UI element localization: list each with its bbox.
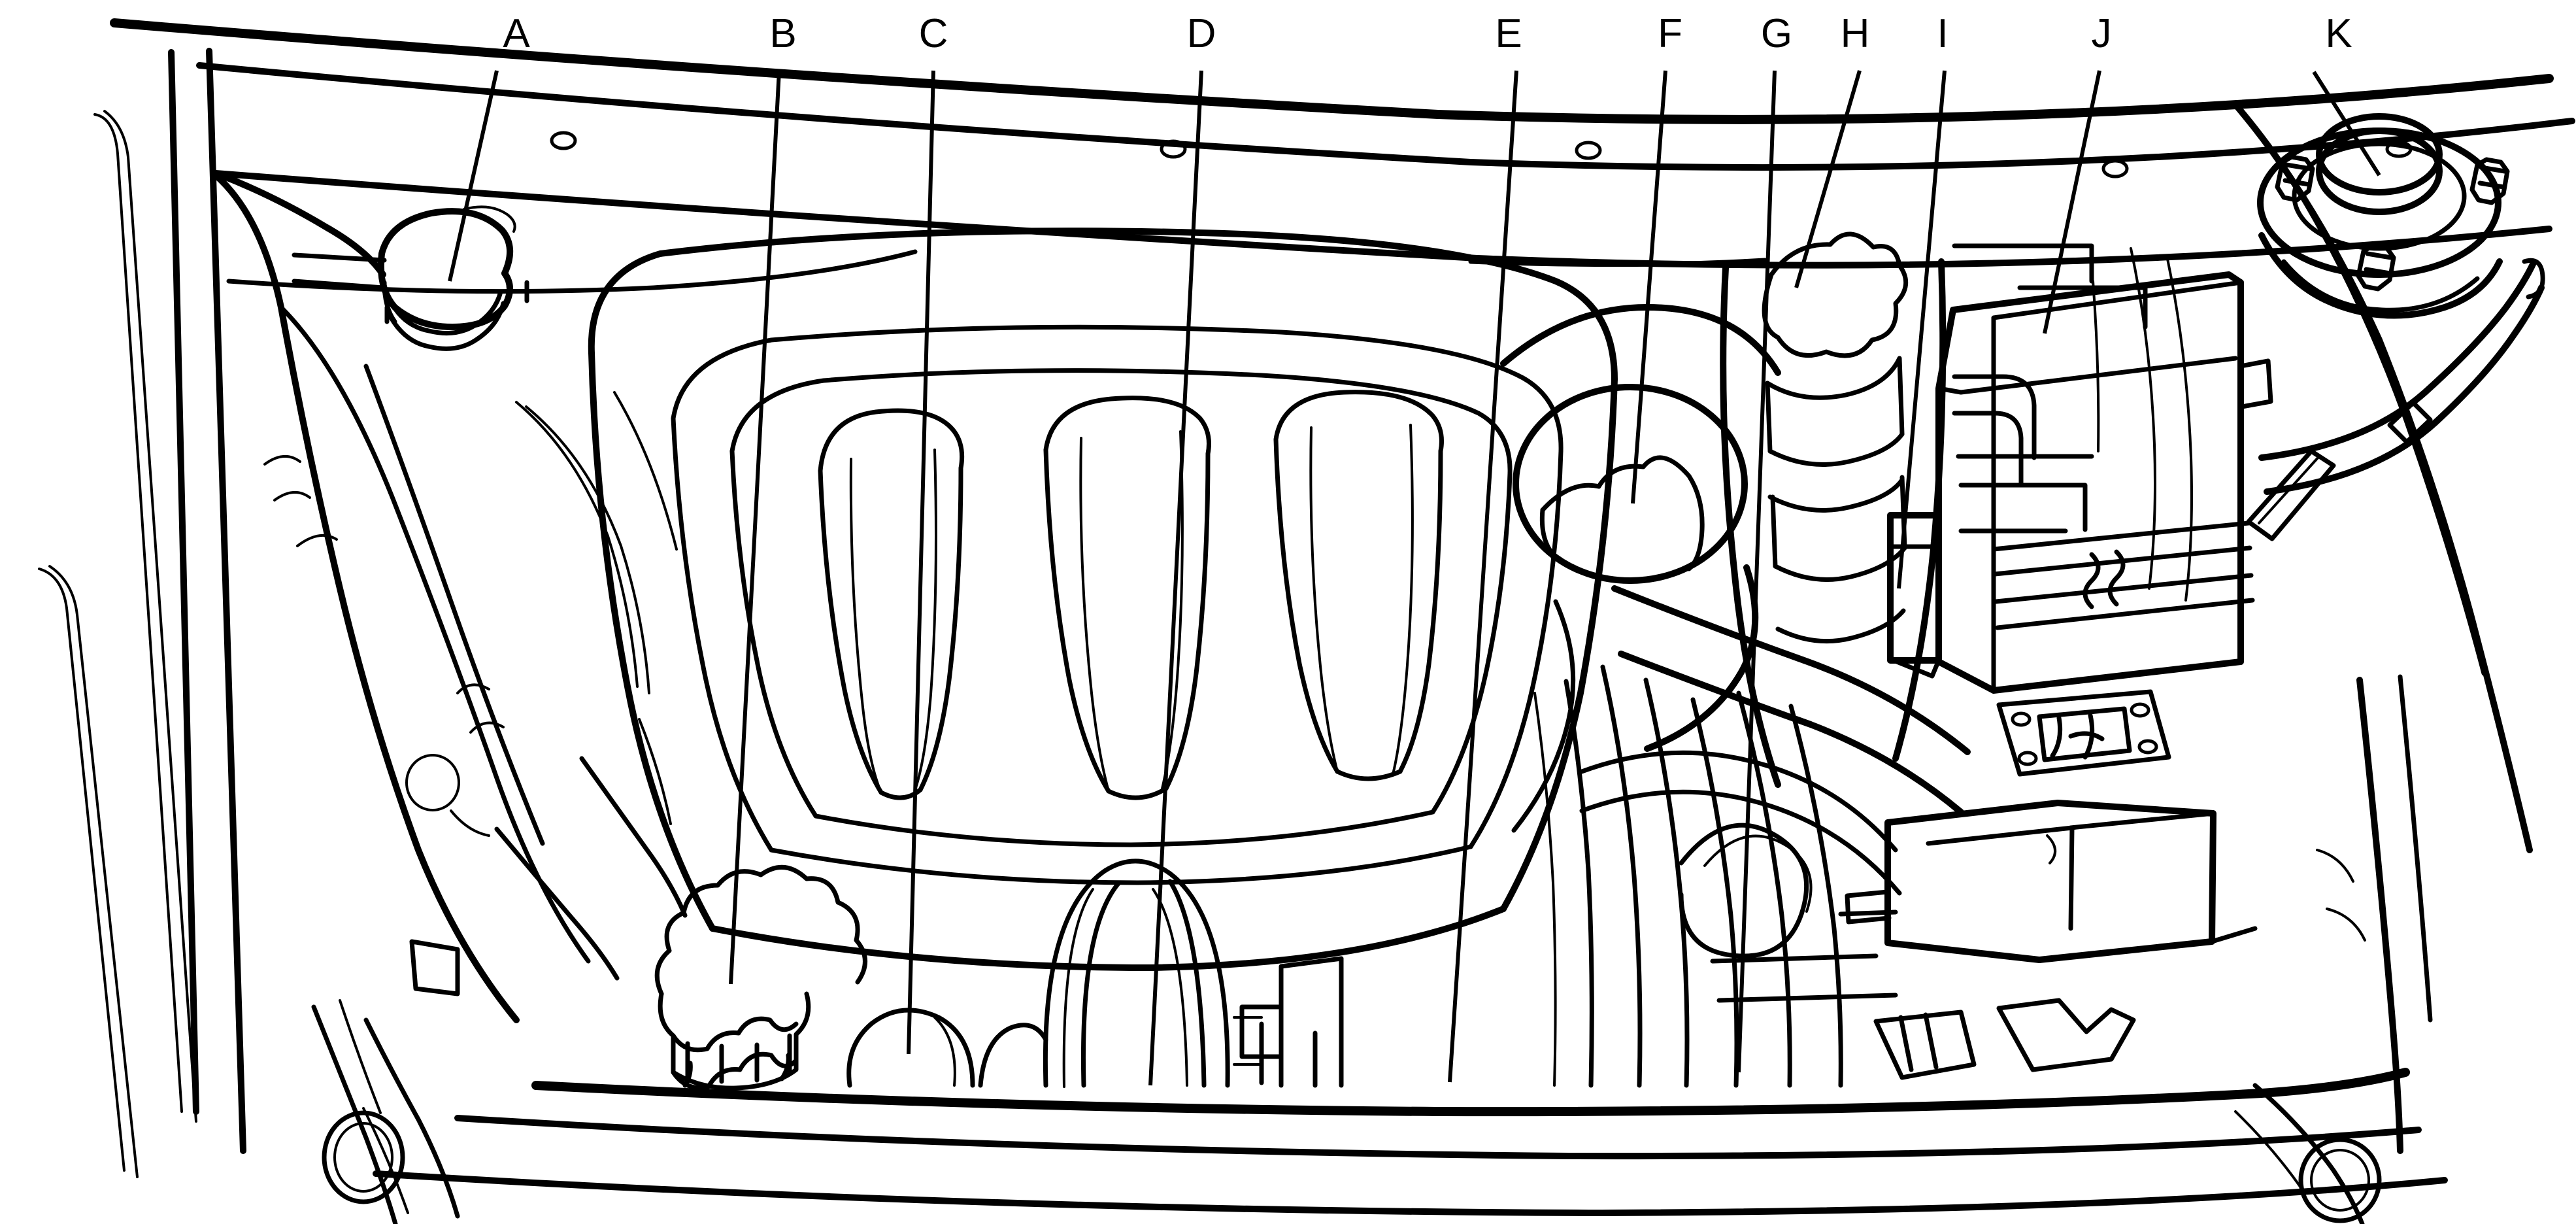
leader-line-B [729, 70, 781, 985]
callout-label-K: K [2325, 11, 2352, 56]
cowl-panel-holes [550, 131, 2129, 178]
right-side-plumbing [1952, 243, 2193, 602]
engine-cover-ribs [818, 390, 1444, 800]
leader-line-C [907, 70, 935, 1055]
callout-label-E: E [1495, 11, 1522, 56]
callout-label-I: I [1937, 11, 1948, 56]
leader-line-A [448, 70, 499, 282]
right-side-brackets [1845, 689, 2258, 1080]
callout-label-C: C [919, 11, 948, 56]
windshield-washer-fluid-reservoir [1720, 231, 1947, 788]
upper-right-hose [2258, 258, 2545, 495]
vehicle-body-outline [38, 18, 2575, 1224]
leader-line-I [1897, 70, 1947, 589]
battery-terminal-cover [1887, 512, 1942, 679]
callout-label-H: H [1841, 11, 1870, 56]
callout-label-J: J [2092, 11, 2112, 56]
callout-leader-lines [448, 70, 2381, 1086]
callout-label-A: A [503, 11, 530, 56]
callout-label-D: D [1187, 11, 1216, 56]
leader-line-H [1794, 70, 1862, 288]
callout-label-B: B [769, 11, 796, 56]
leader-line-G [1737, 70, 1777, 1073]
leader-line-K [2312, 71, 2381, 177]
strut-tower-mount [2257, 113, 2510, 319]
engine-lower-accessories [654, 858, 1344, 1091]
engine-cover [588, 228, 1618, 971]
mid-left-detail [409, 718, 688, 996]
leader-line-E [1448, 70, 1518, 1083]
hose-and-wire-bundle [1533, 585, 1971, 1088]
underhood-fuse-relay-box [1935, 271, 2336, 694]
leader-line-D [1148, 70, 1203, 1086]
callout-label-F: F [1658, 11, 1682, 56]
strut-mount-bolts [2275, 154, 2510, 292]
callout-labels: A B C D E F G H I J K [503, 11, 2352, 56]
engine-oil-filler-cap [654, 864, 867, 1091]
leader-line-F [1631, 70, 1667, 504]
leader-line-J [2043, 70, 2101, 334]
callout-label-G: G [1761, 11, 1792, 56]
